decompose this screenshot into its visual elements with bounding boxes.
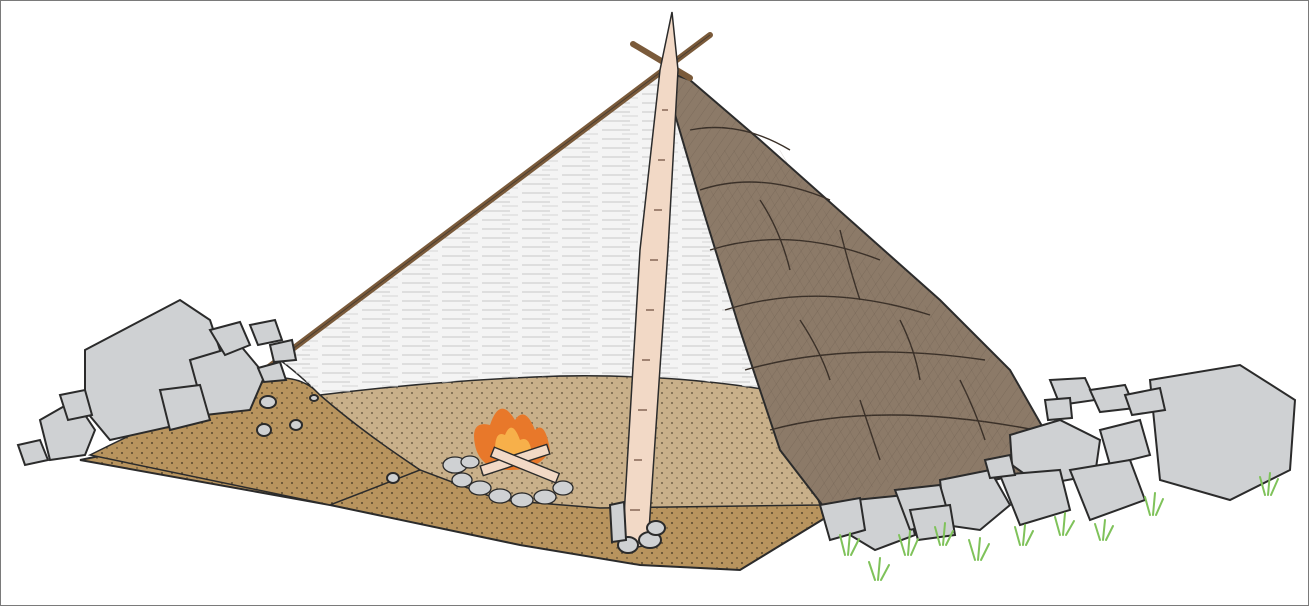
shelter-illustration: [0, 0, 1309, 606]
